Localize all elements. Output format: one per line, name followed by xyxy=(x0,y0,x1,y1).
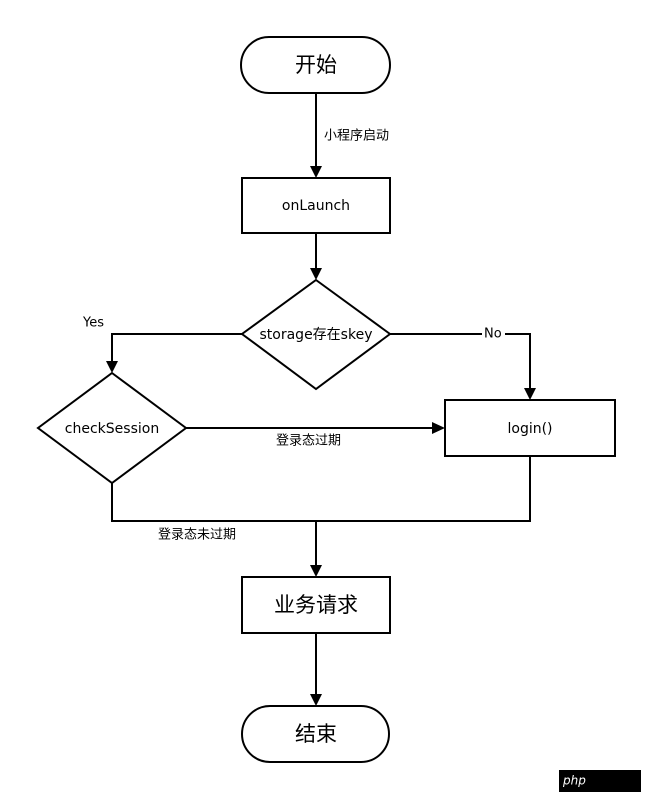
edge-label-valid: 登录态未过期 xyxy=(158,528,236,543)
node-onlaunch: onLaunch xyxy=(241,177,391,234)
arrowhead-request xyxy=(310,565,322,577)
edge-label-expired: 登录态过期 xyxy=(276,434,341,449)
checksession-label: checkSession xyxy=(65,421,159,437)
start-terminal xyxy=(240,36,391,94)
arrowhead-onlaunch xyxy=(310,166,322,178)
node-business-request: 业务请求 xyxy=(241,576,391,634)
arrowhead-end xyxy=(310,694,322,706)
end-label: 结束 xyxy=(295,722,337,746)
arrowhead-storage xyxy=(310,268,322,280)
storage-decision xyxy=(240,278,392,391)
node-end: 结束 xyxy=(241,705,390,763)
start-label: 开始 xyxy=(295,53,337,77)
edge-label-yes: Yes xyxy=(82,316,104,331)
edges xyxy=(106,93,536,706)
edge-labels: 小程序启动 Yes No 登录态过期 登录态未过期 xyxy=(82,129,505,543)
storage-label: storage存在skey xyxy=(260,327,373,343)
edge-checksession-valid xyxy=(111,483,316,522)
edge-storage-no xyxy=(390,333,531,390)
login-process xyxy=(444,399,616,457)
checksession-decision xyxy=(36,371,188,485)
watermark: php xyxy=(559,770,641,792)
edge-label-app-launch: 小程序启动 xyxy=(324,129,389,144)
node-check-session: checkSession xyxy=(36,371,188,485)
arrowhead-login-from-no xyxy=(524,388,536,400)
onlaunch-process xyxy=(241,177,391,234)
edge-label-no: No xyxy=(484,327,502,342)
arrowhead-login-from-expired xyxy=(432,422,445,434)
end-terminal xyxy=(241,705,390,763)
edge-storage-yes xyxy=(111,333,242,363)
watermark-text: php xyxy=(562,774,586,788)
watermark-bg xyxy=(559,770,641,792)
edge-label-no-bg xyxy=(482,324,505,342)
node-start: 开始 xyxy=(240,36,391,94)
node-storage-check: storage存在skey xyxy=(240,278,392,391)
login-label: login() xyxy=(507,421,552,437)
request-process xyxy=(241,576,391,634)
request-label: 业务请求 xyxy=(274,593,358,617)
onlaunch-label: onLaunch xyxy=(282,198,350,214)
arrowhead-checksession xyxy=(106,361,118,373)
edge-login-to-request xyxy=(315,457,531,567)
node-login: login() xyxy=(444,399,616,457)
